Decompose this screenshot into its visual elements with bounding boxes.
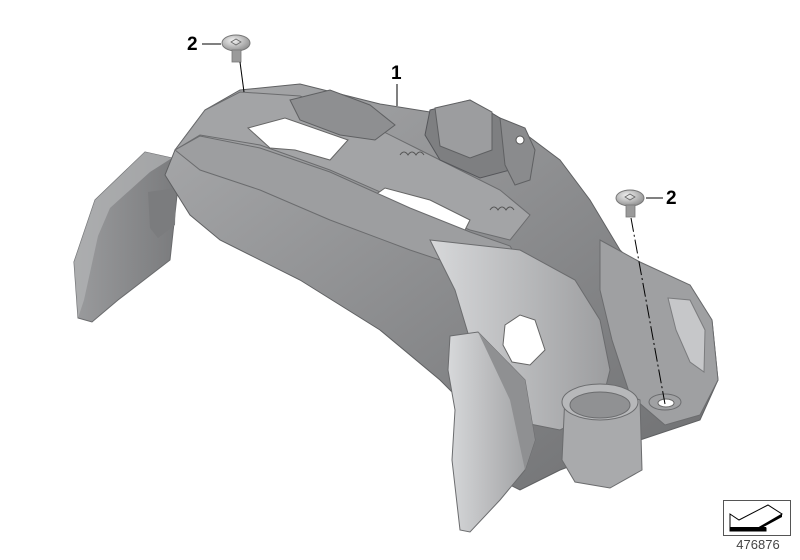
leader-line-screw-right: [630, 217, 666, 405]
screw-right: [615, 189, 666, 405]
side-window: [502, 314, 546, 366]
reference-number: 476876: [736, 537, 780, 552]
arm-slot-1: [246, 117, 349, 161]
mounting-cup: [561, 383, 643, 489]
screw-left: [221, 34, 251, 93]
leader-line-screw-left: [239, 61, 245, 93]
left-side-flap: [73, 151, 179, 323]
right-front-flap: [447, 331, 536, 533]
direction-arrow-icon: [729, 504, 783, 532]
reference-box: [723, 500, 791, 536]
callout-2-right-label: 2: [666, 188, 677, 209]
spring-icon: [399, 151, 515, 211]
latch-mechanism: [289, 89, 536, 211]
callout-1-label: 1: [391, 63, 402, 84]
callout-2-left-label: 2: [187, 34, 198, 55]
